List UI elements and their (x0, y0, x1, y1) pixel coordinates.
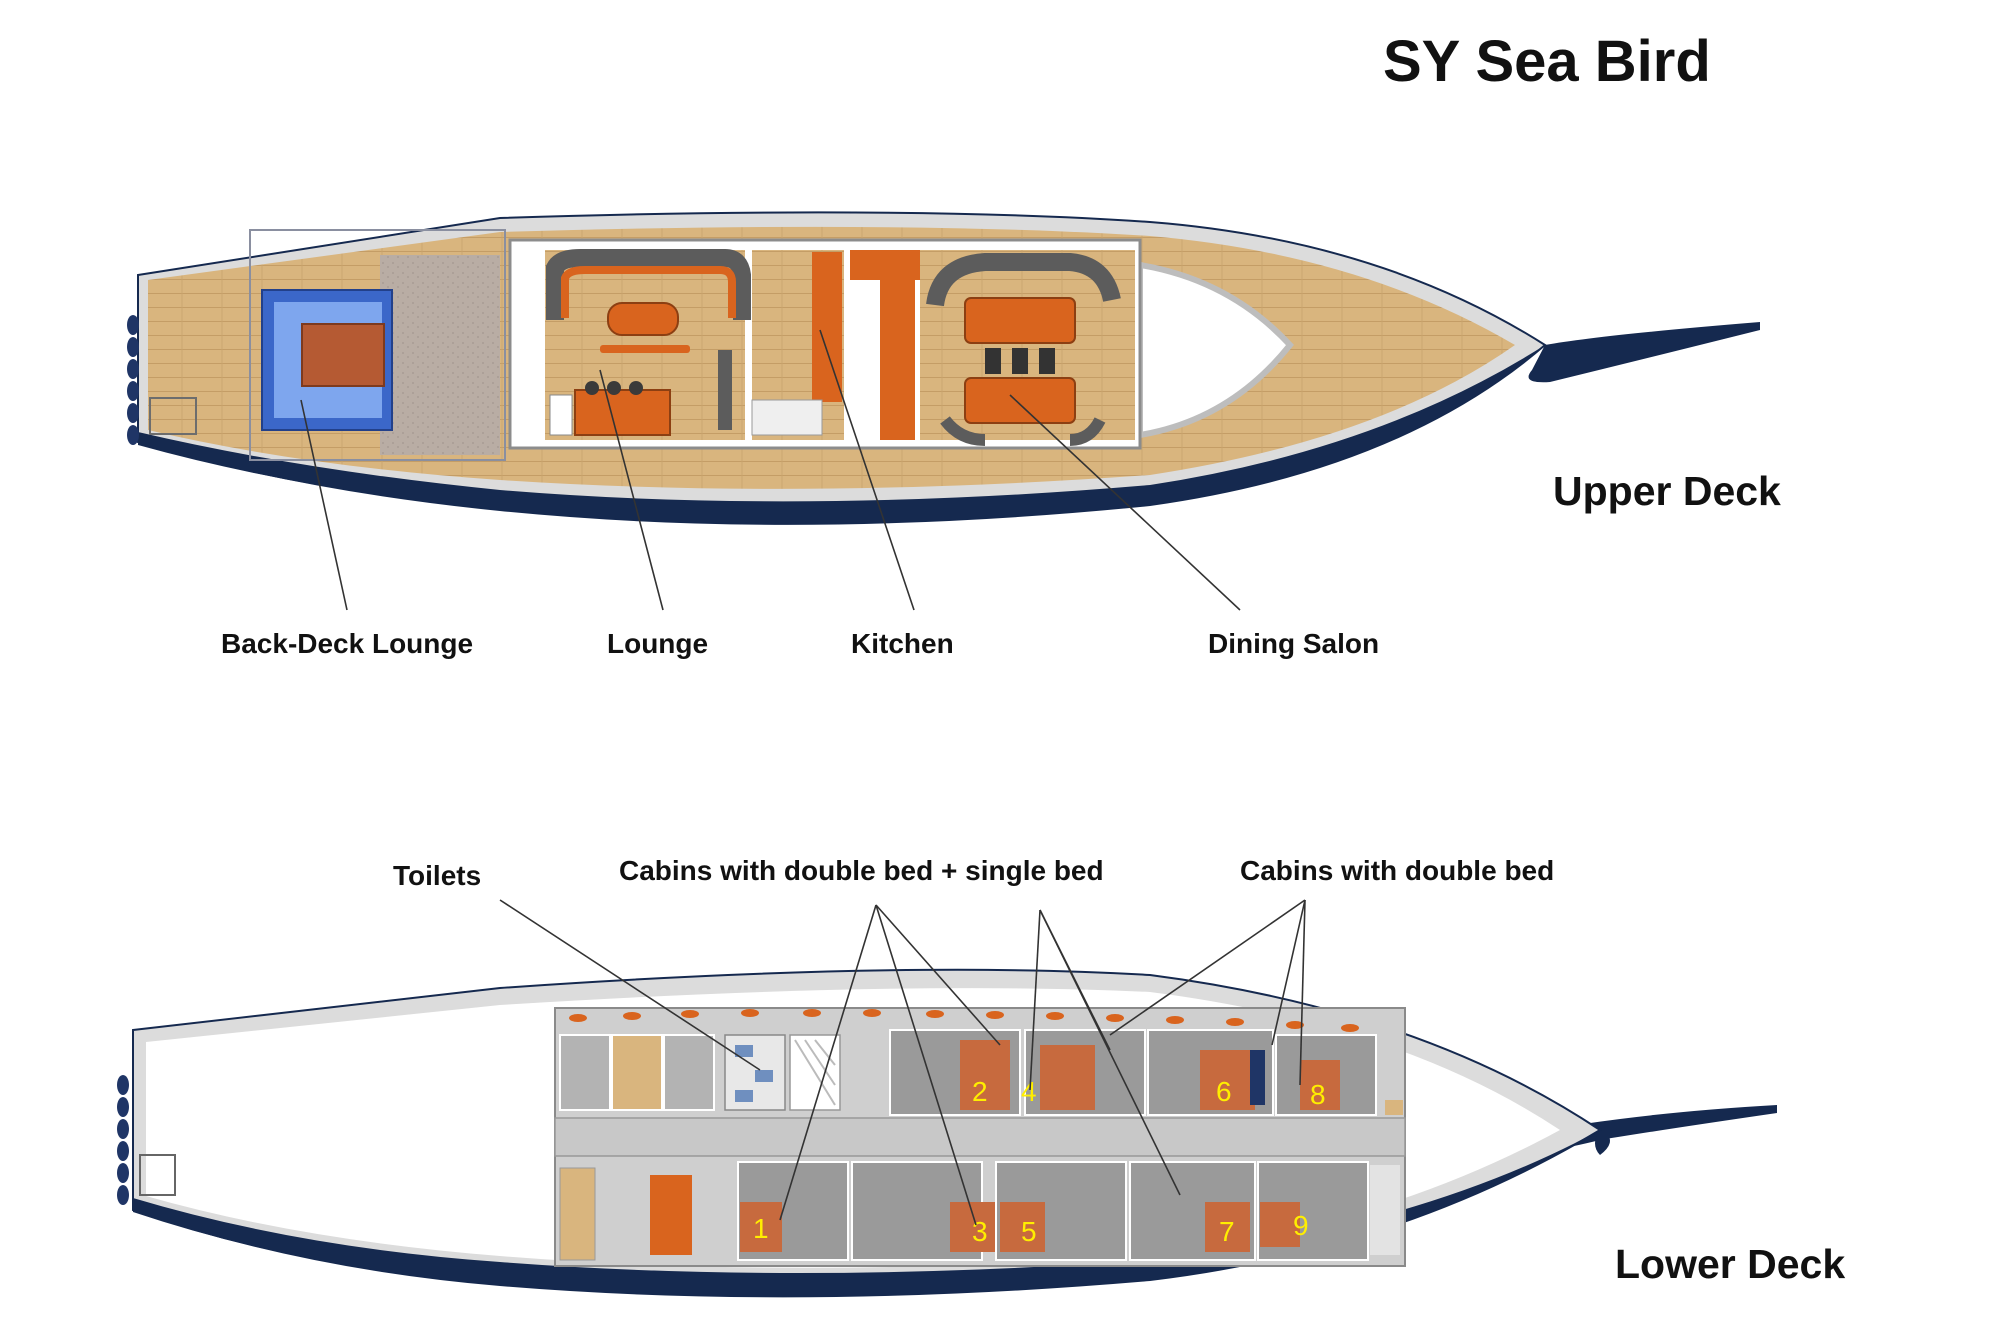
lower-deck-drawing: 1 2 3 4 5 6 7 8 9 (117, 968, 1777, 1298)
upper-bow-opening (1137, 261, 1294, 439)
lounge-seat (574, 389, 671, 436)
portholes (569, 1009, 1359, 1032)
dining-table-a (964, 297, 1076, 344)
upper-leader-lines (300, 329, 1241, 611)
dining-sofa (926, 253, 1121, 307)
cabin-number-8: 8 (1310, 1079, 1326, 1110)
cabin-number-7: 7 (1219, 1216, 1235, 1247)
upper-bowsprit (1528, 322, 1760, 383)
upper-hull-band (138, 345, 1545, 524)
lounge-sofa (546, 249, 751, 320)
lower-stern-fenders (117, 1075, 129, 1205)
back-deck-table (301, 323, 385, 387)
upper-deck-label: Upper Deck (1553, 468, 1781, 514)
label-dining-salon: Dining Salon (1208, 628, 1379, 659)
cabin-number-4: 4 (1021, 1076, 1037, 1107)
lower-leader-lines (499, 899, 1306, 1226)
label-kitchen: Kitchen (851, 628, 954, 659)
lower-corridor (554, 1117, 1406, 1157)
kitchen-counter (812, 252, 842, 402)
label-back-deck-lounge: Back-Deck Lounge (221, 628, 473, 659)
lounge-table (607, 302, 679, 336)
label-cabins-double: Cabins with double bed (1240, 855, 1554, 886)
lower-deck-label: Lower Deck (1615, 1241, 1845, 1287)
cabin-number-2: 2 (972, 1076, 988, 1107)
cabin-number-5: 5 (1021, 1216, 1037, 1247)
cabin-number-1: 1 (753, 1213, 769, 1244)
back-deck-canopy (249, 229, 506, 461)
page-title: SY Sea Bird (1383, 29, 1711, 94)
bottom-cabins (737, 1161, 1400, 1261)
upper-stairs (549, 394, 573, 436)
stern-steps (149, 397, 197, 435)
stern-fenders (127, 315, 139, 445)
cabin-number-9: 9 (1293, 1210, 1309, 1241)
upper-deck-drawing (127, 211, 1760, 525)
cabin-number-6: 6 (1216, 1076, 1232, 1107)
top-cabins (889, 1029, 1403, 1116)
label-lounge: Lounge (607, 628, 708, 659)
label-cabins-double-single: Cabins with double bed + single bed (619, 855, 1104, 886)
dining-table-b (964, 377, 1076, 424)
back-deck-tiles (380, 255, 500, 455)
label-toilets: Toilets (393, 860, 481, 891)
